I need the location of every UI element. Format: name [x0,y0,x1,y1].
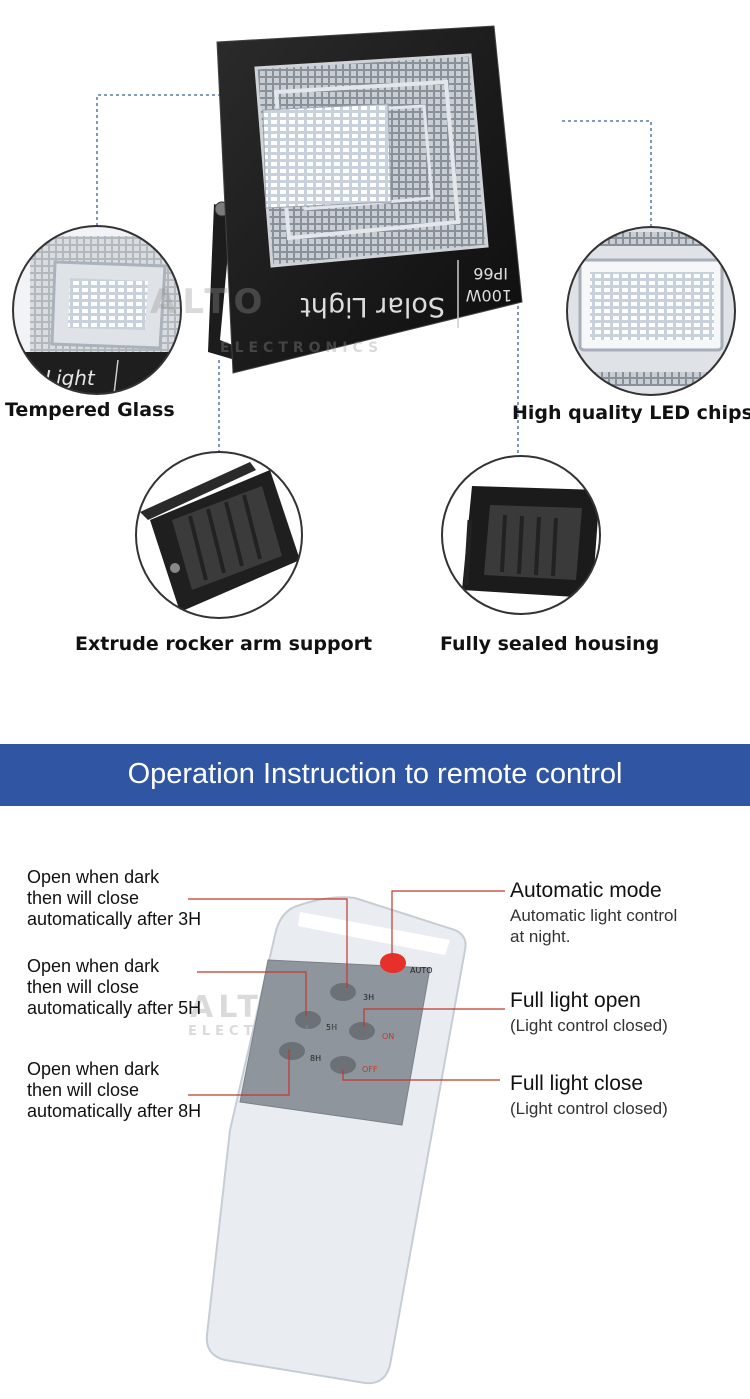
panel-power-text: 100W [465,286,512,305]
button-off [330,1056,356,1074]
rocker-arm-label: Extrude rocker arm support [75,633,373,655]
banner-title: Operation Instruction to remote control [127,758,623,790]
button-5h [295,1011,321,1029]
panel-solar-light-text: Solar Light [300,291,445,322]
section-banner: Operation Instruction to remote control [0,744,750,806]
button-3h [330,983,356,1001]
full-light-close-title: Full light close [510,1072,644,1095]
note-8h: Open when dark then will close automatic… [27,1059,202,1121]
auto-button-label: AUTO [410,966,433,975]
remote-keypad [239,959,431,1126]
rocker-arm-closeup [135,451,303,619]
note-3h: Open when dark then will close automatic… [27,867,202,929]
remote-illustration: AUTO 3H 5H ON 8H OFF [188,890,505,1385]
watermark: ALTO [190,990,294,1025]
button-5h-label: 5H [326,1023,337,1032]
watermark: ELECTRONICS [220,340,384,356]
sealed-housing-label: Fully sealed housing [440,633,660,655]
button-8h-label: 8H [310,1054,321,1063]
led-board [262,103,392,209]
note-5h: Open when dark then will close automatic… [27,956,202,1018]
automatic-mode-desc: Automatic light control at night. [510,906,678,946]
button-on-label: ON [382,1032,394,1041]
watermark: ALTO [150,282,269,322]
full-light-open-title: Full light open [510,989,641,1012]
led-chips-label: High quality LED chips [512,402,750,424]
auto-button [380,953,406,973]
sealed-housing-closeup [441,455,601,615]
product-illustration: Solar Light 100W IP66 ar Light [12,25,736,619]
full-light-close-desc: (Light control closed) [510,1099,668,1118]
panel-ip-text: IP66 [473,264,508,283]
glass-inset-text: ar Light [18,366,96,390]
button-3h-label: 3H [363,993,374,1002]
full-light-open-desc: (Light control closed) [510,1016,668,1035]
button-off-label: OFF [362,1065,378,1074]
tempered-glass-label: Tempered Glass [5,399,175,421]
automatic-mode-title: Automatic mode [510,879,662,902]
watermark: ELECTRONICS [188,1024,344,1039]
led-chips-closeup [566,226,736,396]
button-8h [279,1042,305,1060]
tempered-glass-closeup: ar Light [12,225,182,395]
button-on [349,1022,375,1040]
